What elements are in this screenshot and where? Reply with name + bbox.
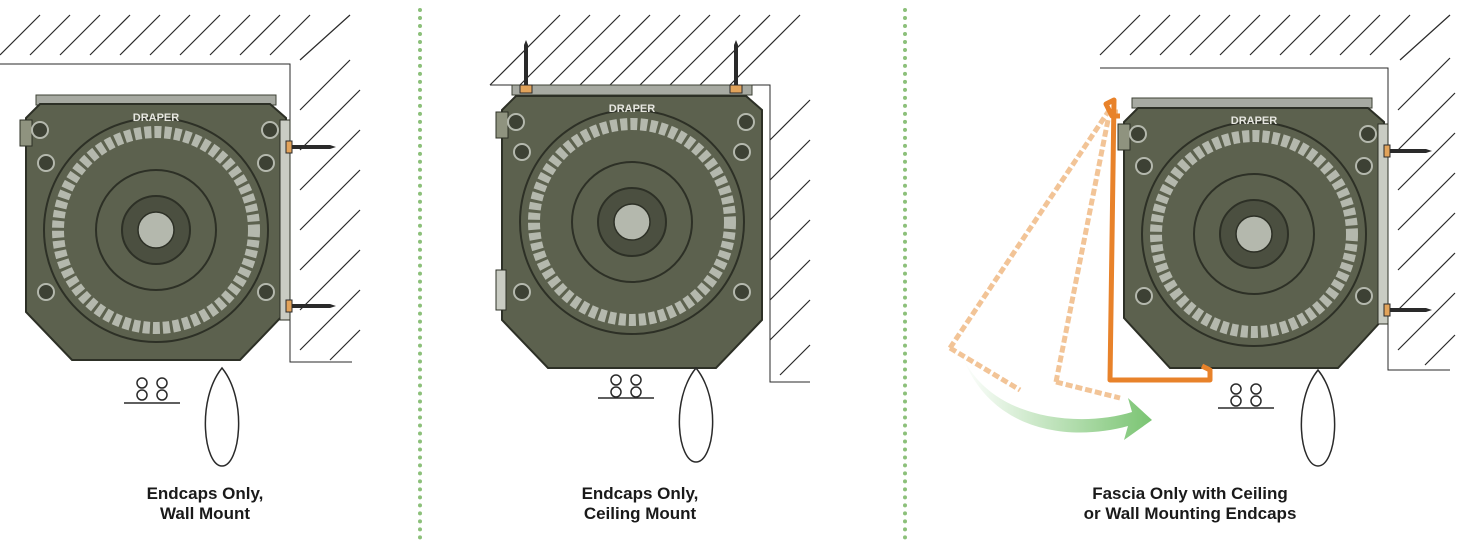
brand-logo: DRAPER bbox=[133, 112, 180, 124]
green-rotation-arrow bbox=[962, 355, 1152, 440]
panel-ceiling-mount: DRAPER Endcaps Only, Ceiling Mount bbox=[440, 0, 840, 544]
ceiling-mount-diagram: DRAPER bbox=[489, 14, 811, 463]
endcap bbox=[1117, 97, 1389, 369]
fascia-mount-diagram: DRAPER bbox=[947, 14, 1456, 467]
caption-fascia-mount: Fascia Only with Ceiling or Wall Mountin… bbox=[920, 484, 1460, 524]
caption-wall-mount-line2: Wall Mount bbox=[159, 504, 250, 523]
caption-fascia-mount-line2: or Wall Mounting Endcaps bbox=[1083, 504, 1297, 523]
caption-ceiling-mount-line1: Endcaps Only, bbox=[581, 484, 699, 503]
divider-right bbox=[903, 8, 907, 540]
caption-wall-mount-line1: Endcaps Only, bbox=[146, 484, 264, 503]
brand-logo: DRAPER bbox=[1231, 115, 1278, 127]
wall-screws bbox=[285, 140, 336, 313]
caption-wall-mount: Endcaps Only, Wall Mount bbox=[0, 484, 410, 524]
wall-hatch bbox=[299, 59, 361, 361]
endcap bbox=[19, 94, 291, 361]
caption-ceiling-mount-line2: Ceiling Mount bbox=[583, 504, 697, 523]
ceiling-screws bbox=[519, 40, 743, 94]
wall-screws bbox=[1383, 144, 1432, 317]
caption-ceiling-mount: Endcaps Only, Ceiling Mount bbox=[440, 484, 840, 524]
wall-hatch bbox=[769, 99, 811, 376]
wall-hatch bbox=[1397, 57, 1456, 366]
chain-and-cord bbox=[598, 366, 714, 463]
chain-and-cord bbox=[124, 366, 240, 467]
chain-and-cord bbox=[1218, 368, 1336, 467]
endcap bbox=[495, 84, 763, 369]
divider-left bbox=[418, 8, 422, 540]
wall-mount-diagram: DRAPER bbox=[0, 14, 361, 467]
caption-fascia-mount-line1: Fascia Only with Ceiling bbox=[1092, 484, 1288, 503]
panel-wall-mount: DRAPER Endcaps Only, Wall Mount bbox=[0, 0, 410, 544]
fascia-ghost-position bbox=[947, 109, 1121, 401]
panel-fascia-mount: DRAPER Fascia Only with Ceiling or Wall … bbox=[920, 0, 1460, 544]
brand-logo: DRAPER bbox=[609, 103, 656, 115]
fascia-bracket bbox=[1103, 97, 1213, 383]
